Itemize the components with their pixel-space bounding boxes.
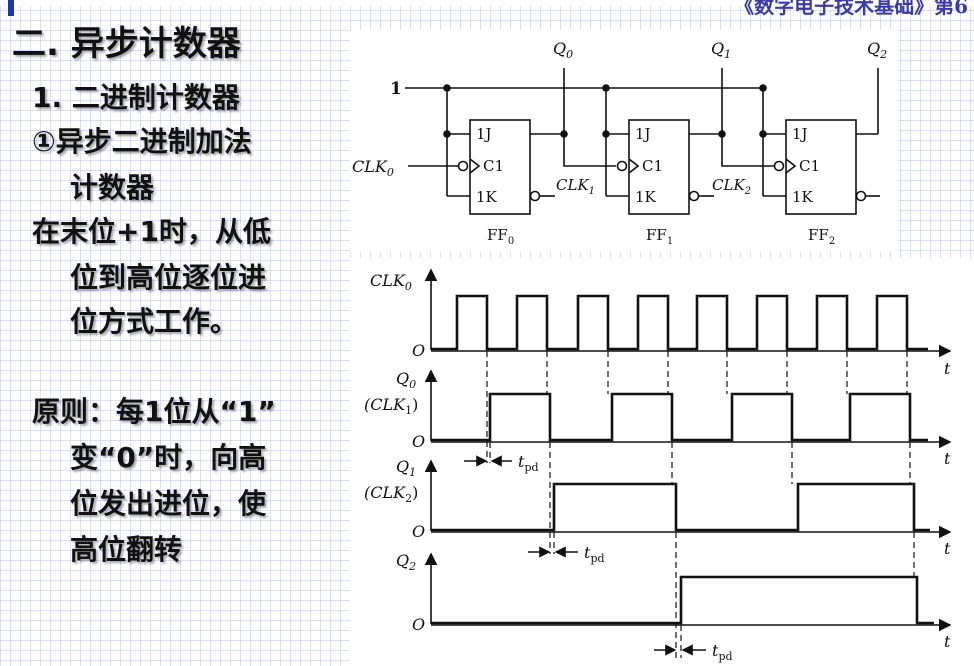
ff0-pin-c: C1 (483, 157, 504, 175)
q0-row-label: Q0 (396, 369, 416, 391)
subsection-item-line1: ①异步二进制加法 (32, 125, 252, 158)
ff2-pin-c: C1 (799, 157, 820, 175)
time-axis-label-row1: t (944, 449, 951, 468)
input-one-label: 1 (390, 79, 402, 99)
ff1-pin-k: 1K (635, 188, 657, 206)
timing-diagram: CLK0 Q0 (CLK1) Q1 (CLK2) Q2 O O O O t t … (350, 258, 974, 666)
time-axis-label-row2: t (944, 539, 951, 558)
principle-line1: 原则：每1位从“1” (32, 395, 276, 428)
top-bar-accent (8, 0, 14, 16)
subsection-item-line2: 计数器 (70, 171, 155, 204)
q1-row-label: Q1 (396, 457, 416, 479)
ff0-name: FF0 (487, 226, 514, 247)
q2-output-label: Q2 (867, 39, 887, 61)
clk2-row-alt-label: (CLK2) (364, 483, 418, 505)
origin-label-row1: O (412, 432, 425, 451)
principle-line2: 变“0”时，向高 (70, 441, 267, 474)
paragraph-line2: 位到高位逐位进 (70, 261, 267, 294)
ff0-pin-j: 1J (476, 125, 492, 143)
ff1-pin-j: 1J (635, 125, 651, 143)
ff2-pin-k: 1K (792, 188, 814, 206)
ff1-name: FF1 (646, 226, 673, 247)
clk1-row-alt-label: (CLK1) (364, 395, 418, 417)
counter-circuit-diagram: 1 CLK0 Q0 Q1 Q2 CLK1 CLK2 1J C1 1K 1J C1… (350, 30, 898, 252)
clk2-carry-label: CLK2 (712, 176, 751, 197)
paragraph-line3: 位方式工作。 (70, 305, 239, 338)
ff1-pin-c: C1 (642, 157, 663, 175)
top-bar (0, 0, 974, 6)
time-axis-label-row3: t (944, 632, 951, 651)
clk0-label: CLK0 (352, 157, 394, 179)
principle-line3: 位发出进位，使 (70, 487, 267, 520)
time-axis-label-row0: t (944, 359, 951, 378)
tpd-label-q0: tpd (518, 452, 539, 474)
origin-label-row2: O (412, 522, 425, 541)
tpd-label-q1: tpd (584, 543, 605, 565)
tpd-label-q2: tpd (712, 641, 733, 663)
paragraph-line1: 在末位+1时，从低 (32, 215, 271, 248)
origin-label-row0: O (412, 341, 425, 360)
q0-output-label: Q0 (553, 39, 573, 61)
section-title: 二. 异步计数器 (12, 24, 241, 64)
ff2-pin-j: 1J (792, 125, 808, 143)
subsection-number: 1. 二进制计数器 (32, 81, 240, 114)
book-title: 《数字电子技术基础》第6 (734, 0, 968, 18)
ff0-pin-k: 1K (476, 188, 498, 206)
q2-row-label: Q2 (396, 551, 416, 573)
q1-output-label: Q1 (711, 39, 731, 61)
origin-label-row3: O (412, 615, 425, 634)
clk0-row-label: CLK0 (370, 271, 412, 293)
clk1-carry-label: CLK1 (556, 176, 595, 197)
principle-line4: 高位翻转 (70, 533, 183, 566)
ff2-name: FF2 (808, 226, 835, 247)
